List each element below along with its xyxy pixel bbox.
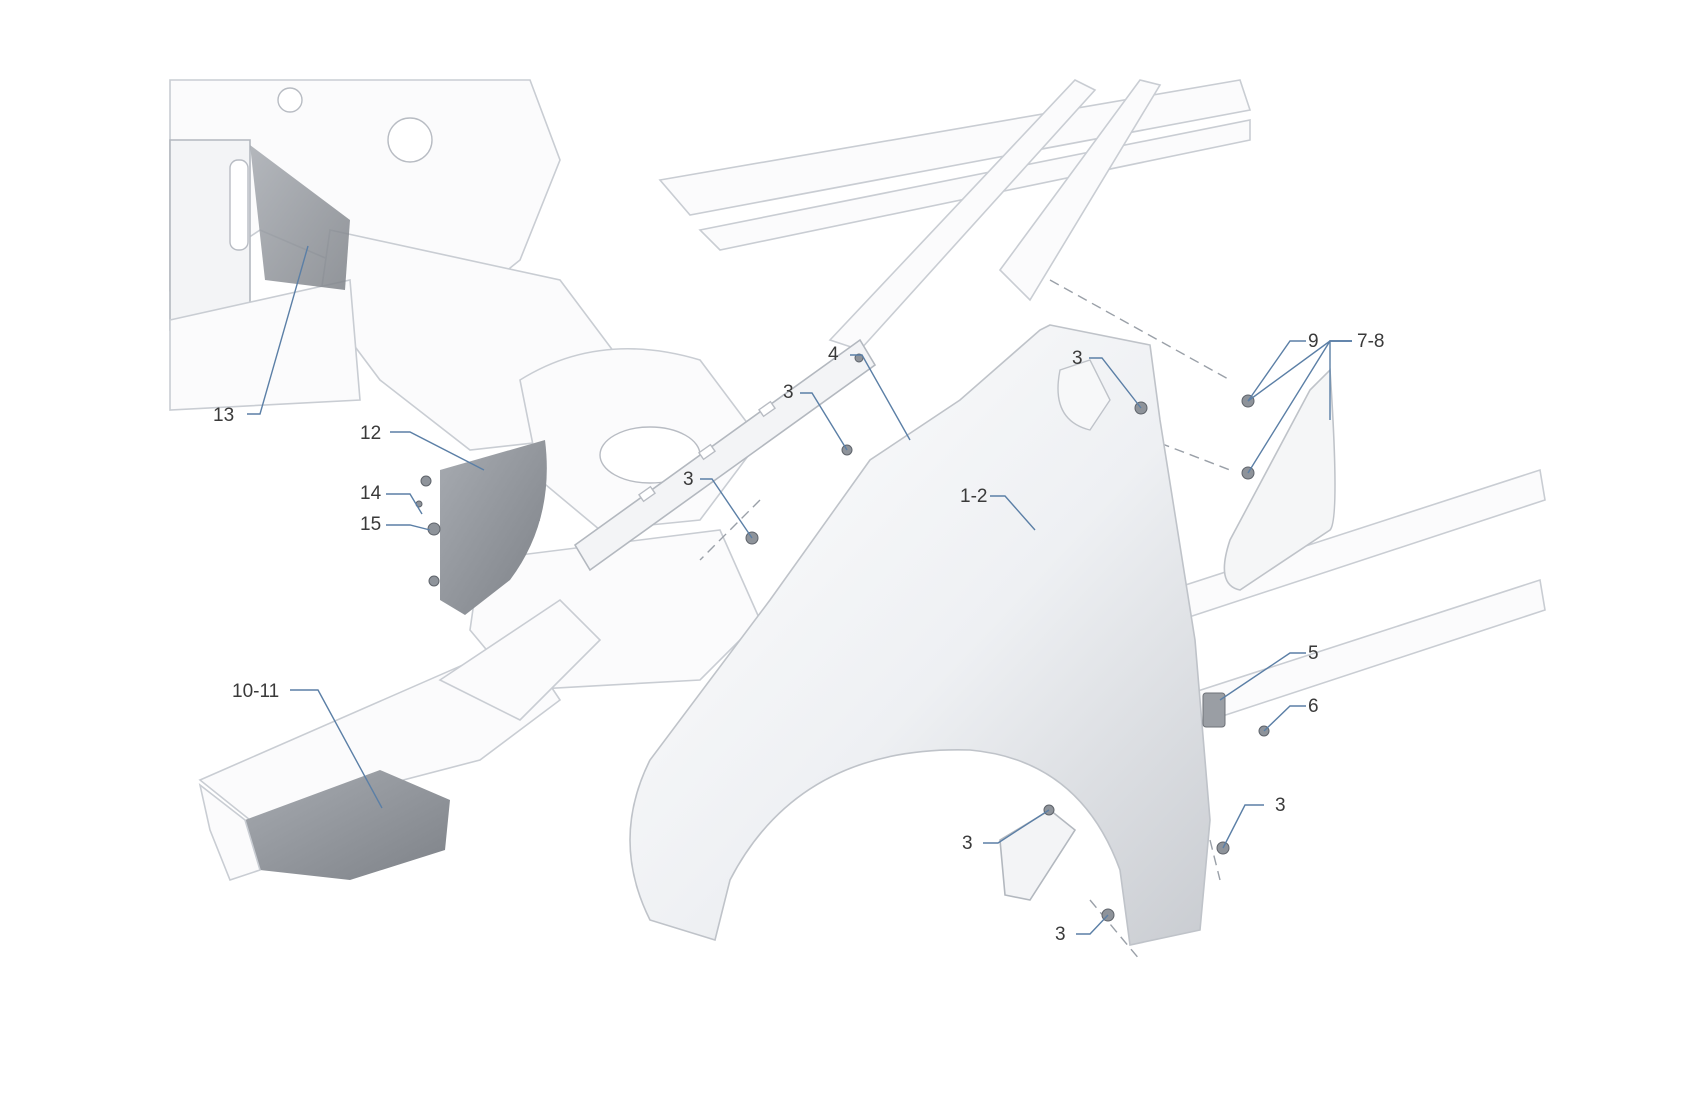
callout-3-e: 3 xyxy=(1275,795,1286,816)
callout-3-d: 3 xyxy=(962,833,973,854)
callout-5: 5 xyxy=(1308,643,1319,664)
callout-10-11: 10-11 xyxy=(232,681,279,702)
callout-15: 15 xyxy=(360,514,381,535)
fender-1-2 xyxy=(629,324,1211,946)
trim-7-8 xyxy=(1223,368,1336,591)
callout-6: 6 xyxy=(1308,696,1319,717)
callout-13: 13 xyxy=(213,405,234,426)
leader-lines xyxy=(247,245,1352,935)
bracket-5 xyxy=(1202,692,1226,728)
callout-labels: 13 12 14 15 10-11 4 3 3 3 1-2 9 7-8 5 6 … xyxy=(213,331,1384,945)
panel-12 xyxy=(440,440,547,615)
callout-12: 12 xyxy=(360,423,381,444)
callout-9: 9 xyxy=(1308,331,1319,352)
panel-13 xyxy=(250,145,350,290)
callout-3-a: 3 xyxy=(783,382,794,403)
callout-14: 14 xyxy=(360,483,382,504)
callout-3-b: 3 xyxy=(683,469,694,490)
callout-3-c: 3 xyxy=(1072,348,1083,369)
body-structure xyxy=(169,79,1546,821)
panel-10-11 xyxy=(245,770,450,880)
callout-4: 4 xyxy=(828,344,839,365)
callout-1-2: 1-2 xyxy=(960,486,987,507)
callout-7-8: 7-8 xyxy=(1357,331,1384,352)
callout-3-f: 3 xyxy=(1055,924,1066,945)
